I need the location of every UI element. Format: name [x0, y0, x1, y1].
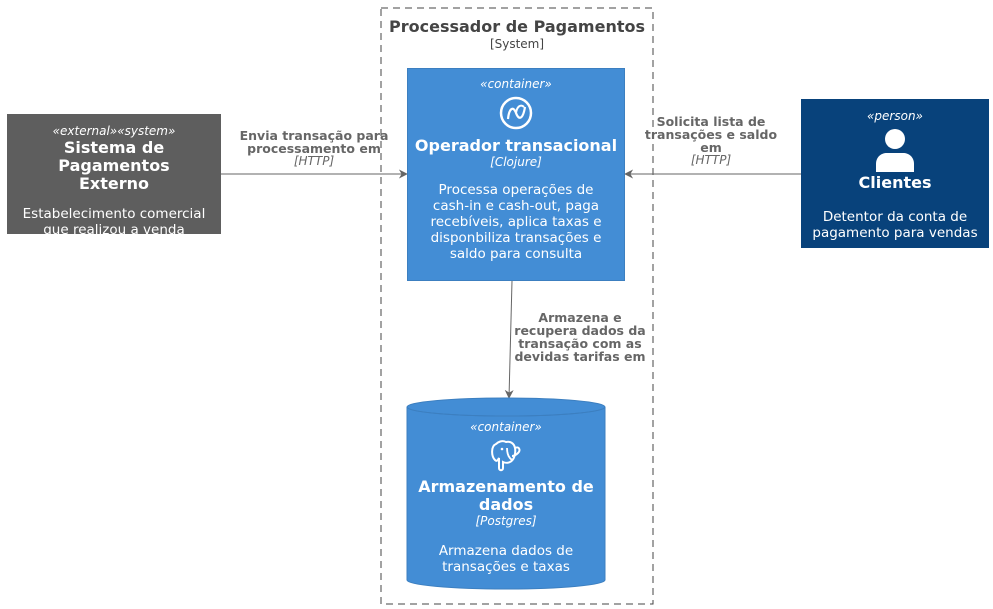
operator-container-box[interactable]: «container» Operador transacional [Cloju… [407, 68, 625, 281]
storage-cylinder [406, 397, 606, 590]
relation-external-label: Envia transação para processamento em [239, 128, 389, 156]
external-system-description: Estabelecimento comercial que realizou a… [22, 206, 206, 238]
person-icon [801, 126, 989, 174]
operator-stereotype: «container» [480, 77, 552, 91]
person-box[interactable]: «person» Clientes Detentor da conta de p… [801, 99, 989, 248]
relation-storage-label: Armazena e recupera dados da transação c… [514, 310, 646, 364]
storage-description: Armazena dados de transações e taxas [438, 543, 574, 575]
external-system-title: Sistema de Pagamentos Externo [58, 138, 170, 193]
arrow-operator-to-storage [504, 280, 514, 399]
operator-title: Operador transacional [414, 136, 618, 155]
person-description: Detentor da conta de pagamento para vend… [812, 209, 978, 241]
relation-person-label: Solicita lista de transações e saldo em [644, 114, 778, 155]
relation-person-to-operator: Solicita lista de transações e saldo em … [638, 115, 784, 167]
boundary-type: [System] [489, 37, 545, 51]
clojure-icon [408, 95, 624, 131]
relation-external-to-operator: Envia transação para processamento em [H… [234, 129, 394, 168]
relation-external-technology: [HTTP] [293, 154, 335, 168]
relation-person-technology: [HTTP] [690, 153, 732, 167]
postgres-icon [407, 438, 605, 476]
external-system-box[interactable]: «external»«system» Sistema de Pagamentos… [7, 114, 221, 238]
storage-stereotype: «container» [470, 420, 542, 434]
operator-description: Processa operações de cash-in e cash-out… [430, 182, 602, 262]
storage-container-box[interactable]: «container» Armazenamento de dados [Post… [407, 420, 605, 590]
relation-operator-to-storage: Armazena e recupera dados da transação c… [508, 311, 652, 363]
storage-technology: [Postgres] [475, 514, 537, 528]
storage-title: Armazenamento de dados [418, 477, 594, 514]
operator-technology: [Clojure] [490, 155, 542, 169]
system-boundary [380, 7, 654, 605]
external-system-stereotype: «external»«system» [52, 124, 176, 138]
person-stereotype: «person» [867, 109, 923, 123]
person-title: Clientes [858, 173, 932, 192]
boundary-title: Processador de Pagamentos [389, 17, 645, 36]
